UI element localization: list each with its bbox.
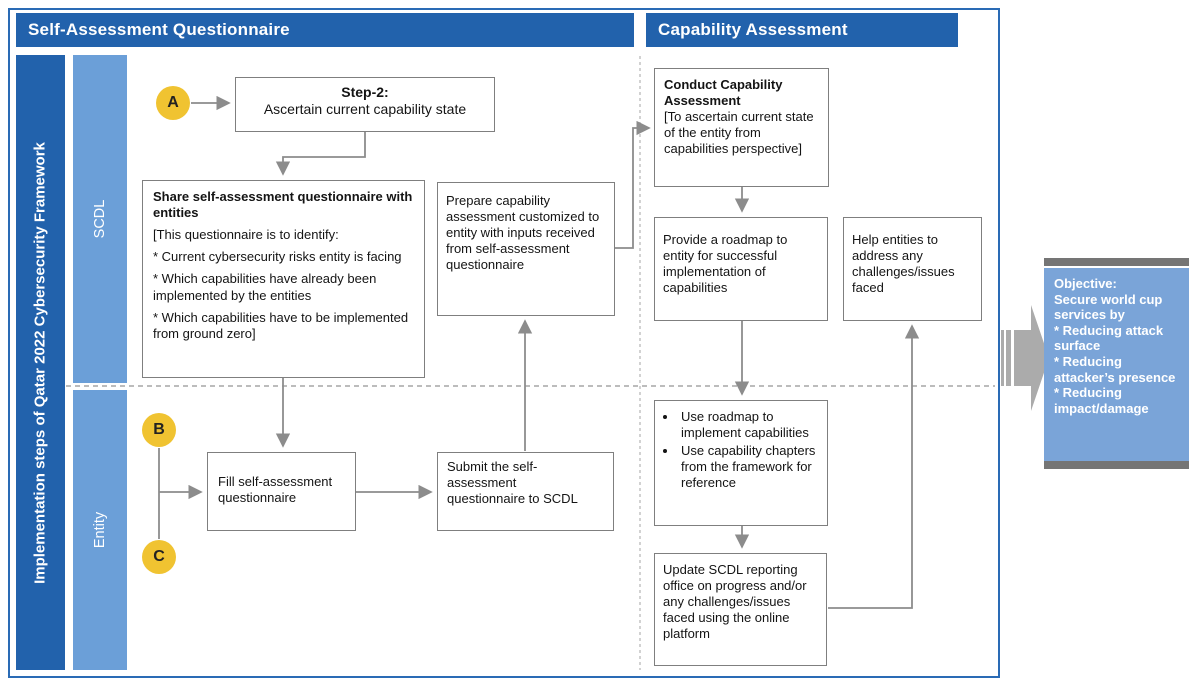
box-update-scdl: Update SCDL reporting office on progress…: [654, 553, 827, 666]
sidebar-title-bar: Implementation steps of Qatar 2022 Cyber…: [16, 55, 65, 670]
lane-scdl: SCDL: [73, 55, 127, 383]
box-help-entities: Help entities to address any challenges/…: [843, 217, 982, 321]
marker-c: C: [142, 540, 176, 574]
box-share-line3: * Which capabilities have already been i…: [153, 271, 377, 303]
box-conduct-capability: Conduct Capability Assessment [To ascert…: [654, 68, 829, 187]
marker-c-label: C: [153, 548, 165, 565]
objective-line3: * Reducing attacker’s presence: [1054, 353, 1176, 385]
box-fill-body: Fill self-assessment questionnaire: [218, 474, 333, 506]
objective-line2: * Reducing attack surface: [1054, 322, 1164, 354]
objective-box: Objective: Secure world cup services by …: [1044, 268, 1189, 461]
striped-right-arrow: [1001, 305, 1049, 411]
box-conduct-body: [To ascertain current state of the entit…: [664, 109, 814, 157]
box-step2-title: Step-2:: [341, 84, 389, 100]
connector-step2-to-share: [275, 132, 366, 176]
header-self-assessment-label: Self-Assessment Questionnaire: [28, 20, 290, 39]
objective-line1: Secure world cup services by: [1054, 291, 1163, 323]
header-capability-assessment: Capability Assessment: [646, 13, 958, 47]
objective-top-bar: [1044, 258, 1189, 266]
box-help-body: Help entities to address any challenges/…: [852, 232, 955, 296]
connector-update-to-help: [828, 324, 920, 609]
box-share-line1: [This questionnaire is to identify:: [153, 227, 339, 243]
box-share-line4: * Which capabilities have to be implemen…: [153, 309, 409, 341]
box-prepare-body: Prepare capability assessment customized…: [446, 193, 600, 273]
box-share-title: Share self-assessment questionnaire with…: [153, 189, 413, 221]
box-share-line2: * Current cybersecurity risks entity is …: [153, 249, 402, 265]
marker-a: A: [156, 86, 190, 120]
lane-entity: Entity: [73, 390, 127, 670]
header-capability-assessment-label: Capability Assessment: [658, 20, 848, 39]
box-step2: Step-2: Ascertain current capability sta…: [235, 77, 495, 132]
objective-line4: * Reducing impact/damage: [1054, 385, 1149, 416]
connector-prepare-to-conduct: [615, 120, 651, 249]
marker-b: B: [142, 413, 176, 447]
box-provide-roadmap: Provide a roadmap to entity for successf…: [654, 217, 828, 321]
box-use-roadmap: Use roadmap to implement capabilities Us…: [654, 400, 828, 526]
header-self-assessment: Self-Assessment Questionnaire: [16, 13, 634, 47]
marker-a-label: A: [167, 94, 179, 111]
box-submit-body: Submit the self-assessment questionnaire…: [447, 459, 578, 507]
box-prepare-capability: Prepare capability assessment customized…: [437, 182, 615, 316]
objective-bottom-bar: [1044, 461, 1189, 469]
box-use-bullet2: Use capability chapters from the framewo…: [678, 443, 821, 491]
objective-title: Objective:: [1054, 276, 1117, 291]
box-fill-questionnaire: Fill self-assessment questionnaire: [207, 452, 356, 531]
box-step2-body: Ascertain current capability state: [263, 101, 467, 118]
box-share-questionnaire: Share self-assessment questionnaire with…: [142, 180, 425, 378]
box-conduct-title: Conduct Capability Assessment: [664, 77, 783, 109]
box-submit-questionnaire: Submit the self-assessment questionnaire…: [437, 452, 614, 531]
box-update-body: Update SCDL reporting office on progress…: [663, 562, 807, 642]
marker-b-label: B: [153, 421, 165, 438]
box-use-bullet1: Use roadmap to implement capabilities: [678, 409, 821, 441]
box-provide-body: Provide a roadmap to entity for successf…: [663, 232, 788, 296]
